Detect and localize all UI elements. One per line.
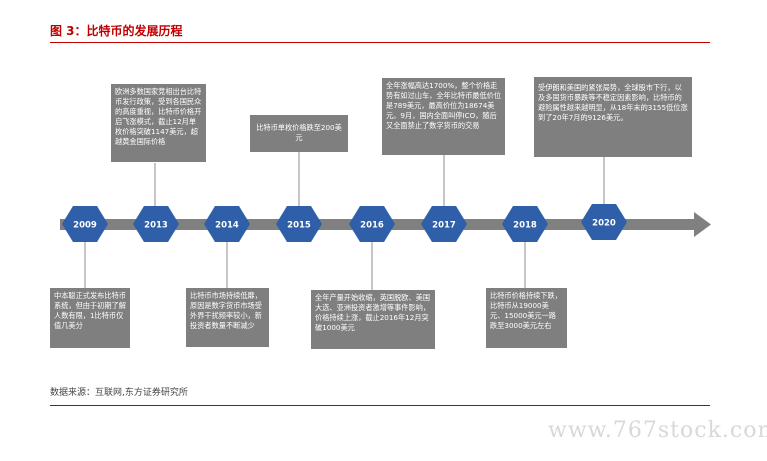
hex-2018: 2018	[502, 206, 548, 242]
year-label-2013: 2013	[144, 221, 168, 231]
hex-2014: 2014	[204, 206, 250, 242]
event-box-2013: 欧洲多数国家竞相出台比特币发行政策，受到各国民众的高度重视，比特币价格开启飞涨模…	[111, 84, 206, 162]
year-label-2018: 2018	[513, 221, 537, 231]
hex-2015: 2015	[276, 206, 322, 242]
figure-title: 图 3：比特币的发展历程	[50, 24, 183, 38]
year-label-2014: 2014	[215, 221, 239, 231]
hex-2016: 2016	[349, 206, 395, 242]
bottom-rule	[50, 405, 710, 406]
event-box-2016: 全年产量开始收缩，英国脱欧、美国大选、亚洲投资者激增等事件影响，价格持续上涨，截…	[311, 290, 435, 349]
event-box-2014: 比特币市场持续低靡，原因是数字货币市场受外界干扰频率较小，新投资者数量不断减少	[186, 288, 269, 347]
watermark: www.767stock.com	[548, 418, 767, 443]
year-label-2009: 2009	[73, 221, 97, 231]
event-box-2018: 比特币价格持续下跌，比特币从19000美元、15000美元一路跌至3000美元左…	[486, 288, 567, 348]
timeline-arrowhead	[694, 212, 711, 237]
top-rule	[50, 42, 710, 43]
event-box-2020: 受伊朗和美国的紧张局势，全球股市下行，以及多国货币暴跌等不稳定因素影响，比特币的…	[534, 77, 692, 157]
hex-2020: 2020	[581, 204, 627, 240]
year-label-2020: 2020	[592, 219, 616, 229]
source-note: 数据来源：互联网,东方证券研究所	[50, 388, 188, 398]
hex-2009: 2009	[62, 206, 108, 242]
year-label-2017: 2017	[432, 221, 456, 231]
event-box-2009: 中本聪正式发布比特币系统，但由于初期了解人数有限，1比特币仅值几美分	[50, 288, 130, 348]
year-label-2016: 2016	[360, 221, 384, 231]
year-label-2015: 2015	[287, 221, 311, 231]
event-box-2017: 全年涨幅高达1700%，整个价格走势有如过山车，全年比特币最低价位是789美元，…	[382, 78, 505, 155]
hex-2017: 2017	[421, 206, 467, 242]
event-box-2015: 比特币单枚价格跌至200美元	[250, 115, 348, 152]
hex-2013: 2013	[133, 206, 179, 242]
